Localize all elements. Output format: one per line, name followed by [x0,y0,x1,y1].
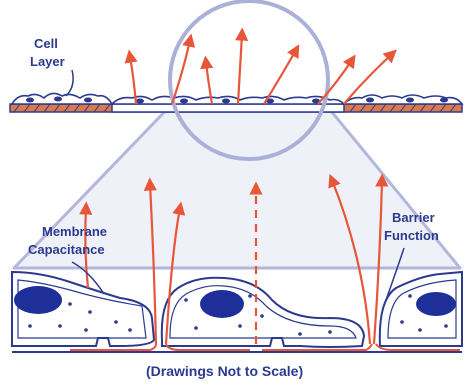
caption: (Drawings Not to Scale) [146,363,303,379]
cell-layer-line1: Cell [34,36,58,51]
membrane-line1: Membrane [42,224,107,239]
cell-layer-line2: Layer [30,54,65,69]
electrode-strip-top [10,104,462,112]
barrier-line1: Barrier [392,210,435,225]
membrane-line2: Capacitance [28,242,105,257]
large-cell-middle [162,278,364,347]
barrier-line2: Function [384,228,439,243]
label-cell-layer: Cell Layer [30,36,65,69]
large-cell-left [12,272,154,346]
